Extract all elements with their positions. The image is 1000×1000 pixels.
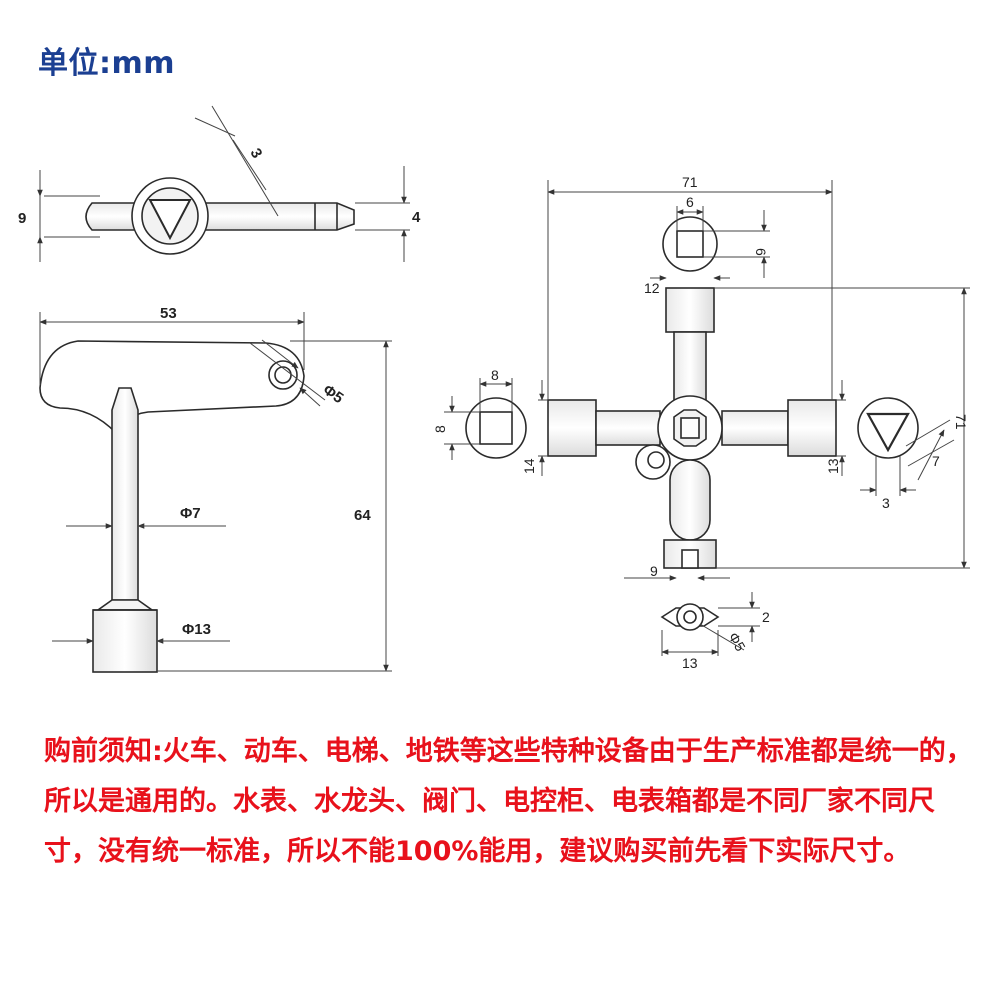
dim-c-left-square-v: 8 [432, 425, 448, 433]
dim-c-bot-9: 9 [650, 563, 658, 579]
t-key-drawing [39, 340, 305, 673]
side-key-drawing [37, 105, 410, 262]
dim-c-left-square: 8 [491, 367, 499, 383]
dim-top-thickness: 3 [247, 146, 266, 162]
dim-c-top-square-v: 6 [753, 248, 769, 256]
dim-c-left-arm: 14 [521, 458, 537, 474]
dim-c-bot-hole: Φ5 [725, 630, 748, 655]
dim-t-shaft: Φ7 [180, 505, 201, 522]
purchase-notice: 购前须知:火车、动车、电梯、地铁等这些特种设备由于生产标准都是统一的，所以是通用… [44, 736, 973, 867]
dim-c-tri-side: 7 [932, 453, 940, 469]
dim-c-top-square: 6 [686, 194, 694, 210]
dim-c-tri-base: 3 [882, 495, 890, 511]
dim-top-tip: 4 [412, 209, 421, 226]
dim-c-bot-2: 2 [762, 609, 770, 625]
dim-c-bot-13: 13 [682, 655, 698, 671]
dim-c-right-arm: 13 [825, 458, 841, 474]
dim-c-top-arm: 12 [644, 280, 660, 296]
dim-t-height: 64 [354, 507, 371, 524]
dim-t-hole: Φ5 [320, 381, 347, 407]
dim-t-socket: Φ13 [182, 621, 211, 638]
dim-top-height: 9 [18, 210, 26, 227]
dim-t-width: 53 [160, 305, 177, 322]
unit-label: 单位:mm [38, 46, 176, 81]
dim-c-width: 71 [682, 174, 698, 190]
dim-c-height: 71 [953, 414, 969, 430]
